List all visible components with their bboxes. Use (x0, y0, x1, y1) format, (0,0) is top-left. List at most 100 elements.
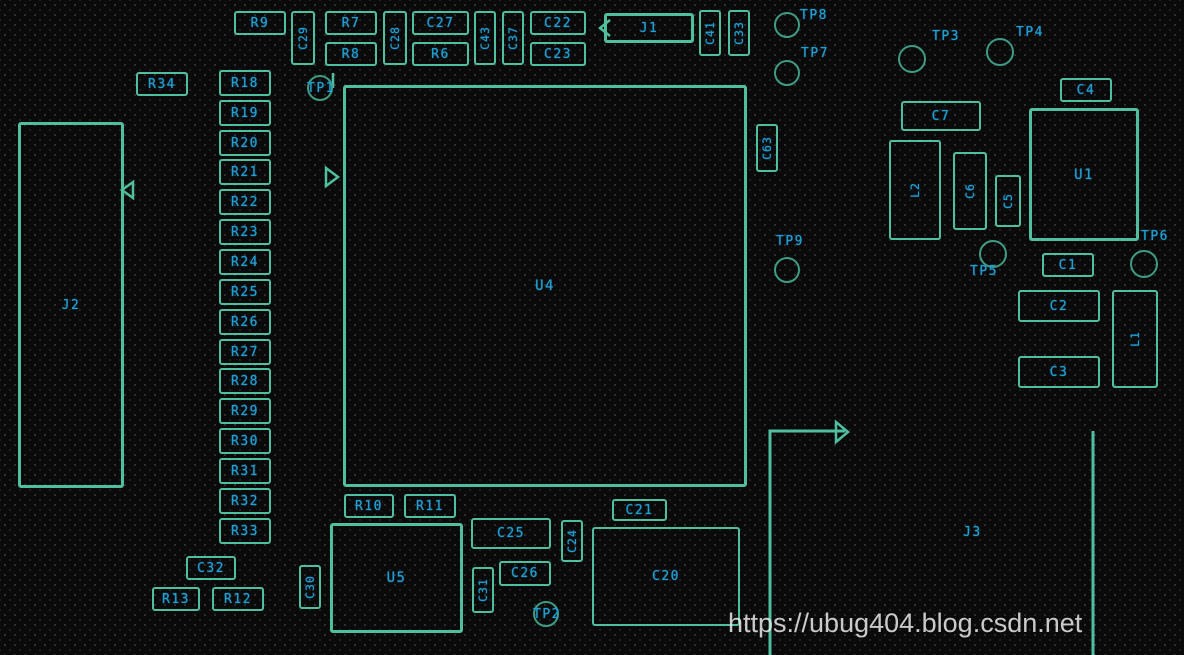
component-r23[interactable]: R23 (219, 219, 271, 245)
designator-label: C25 (497, 526, 525, 541)
designator-label: R34 (148, 76, 176, 92)
designator-label: R13 (162, 591, 190, 607)
designator-label: R9 (250, 15, 270, 31)
component-r33[interactable]: R33 (219, 518, 271, 544)
test-point-label-tp8: TP8 (800, 8, 828, 23)
component-c27[interactable]: C27 (412, 11, 469, 35)
component-r25[interactable]: R25 (219, 279, 271, 305)
component-r31[interactable]: R31 (219, 458, 271, 484)
designator-label: U1 (1074, 166, 1094, 183)
component-c4[interactable]: C4 (1060, 78, 1112, 102)
test-point-pad-tp8[interactable] (774, 12, 800, 38)
component-c25[interactable]: C25 (471, 518, 551, 549)
designator-label: R12 (224, 591, 252, 607)
component-r13[interactable]: R13 (152, 587, 200, 611)
component-l2[interactable]: L2 (889, 140, 941, 240)
component-c24[interactable]: C24 (561, 520, 583, 562)
component-r11[interactable]: R11 (404, 494, 456, 518)
component-r18[interactable]: R18 (219, 70, 271, 96)
component-c33[interactable]: C33 (728, 10, 750, 56)
designator-label: R7 (341, 15, 361, 31)
designator-label: R29 (231, 403, 259, 419)
component-c1[interactable]: C1 (1042, 253, 1094, 277)
component-r8[interactable]: R8 (325, 42, 377, 66)
test-point-label-tp1: TP1 (307, 81, 335, 96)
component-c7[interactable]: C7 (901, 101, 981, 131)
component-c31[interactable]: C31 (472, 567, 494, 613)
test-point-pad-tp9[interactable] (774, 257, 800, 283)
designator-label: R21 (231, 164, 259, 180)
designator-label: L2 (907, 182, 922, 198)
test-point-pad-tp3[interactable] (898, 45, 926, 73)
component-c32[interactable]: C32 (186, 556, 236, 580)
designator-label: C31 (476, 578, 490, 602)
designator-label: R31 (231, 463, 259, 479)
designator-label: R8 (341, 46, 361, 62)
component-r19[interactable]: R19 (219, 100, 271, 126)
designator-label: C23 (544, 46, 572, 62)
designator-label: R32 (231, 493, 259, 509)
component-c3[interactable]: C3 (1018, 356, 1100, 388)
component-c26[interactable]: C26 (499, 561, 551, 586)
component-c23[interactable]: C23 (530, 42, 586, 66)
component-r24[interactable]: R24 (219, 249, 271, 275)
designator-label: J1 (639, 20, 659, 36)
designator-label: R25 (231, 284, 259, 300)
component-c41[interactable]: C41 (699, 10, 721, 56)
component-c37[interactable]: C37 (502, 11, 524, 65)
designator-label: C27 (426, 15, 455, 31)
component-c5[interactable]: C5 (995, 175, 1021, 227)
designator-label: R6 (431, 46, 450, 62)
component-r30[interactable]: R30 (219, 428, 271, 454)
component-r28[interactable]: R28 (219, 368, 271, 394)
component-r22[interactable]: R22 (219, 189, 271, 215)
test-point-label-tp5: TP5 (970, 264, 998, 279)
component-r9[interactable]: R9 (234, 11, 286, 35)
designator-label: C22 (544, 15, 572, 31)
component-r7[interactable]: R7 (325, 11, 377, 35)
component-u4[interactable]: U4 (343, 85, 747, 487)
designator-label: C30 (303, 575, 317, 599)
component-c6[interactable]: C6 (953, 152, 987, 230)
component-j1[interactable]: J1 (604, 13, 694, 43)
test-point-pad-tp7[interactable] (774, 60, 800, 86)
component-u5[interactable]: U5 (330, 523, 463, 633)
designator-label: C7 (931, 108, 951, 124)
component-r12[interactable]: R12 (212, 587, 264, 611)
component-c21[interactable]: C21 (612, 499, 667, 521)
component-r34[interactable]: R34 (136, 72, 188, 96)
component-r20[interactable]: R20 (219, 130, 271, 156)
component-c28[interactable]: C28 (383, 11, 407, 65)
component-c2[interactable]: C2 (1018, 290, 1100, 322)
component-c20[interactable]: C20 (592, 527, 740, 626)
component-r32[interactable]: R32 (219, 488, 271, 514)
test-point-pad-tp2[interactable] (533, 601, 559, 627)
component-r6[interactable]: R6 (412, 42, 469, 66)
component-j2[interactable]: J2 (18, 122, 124, 488)
designator-label: R10 (355, 498, 383, 514)
component-c29[interactable]: C29 (291, 11, 315, 65)
component-r21[interactable]: R21 (219, 159, 271, 185)
component-r10[interactable]: R10 (344, 494, 394, 518)
test-point-pad-tp5[interactable] (979, 240, 1007, 268)
test-point-pad-tp4[interactable] (986, 38, 1014, 66)
designator-label: R23 (231, 224, 259, 240)
designator-label: J2 (61, 297, 81, 313)
component-r27[interactable]: R27 (219, 339, 271, 365)
designator-label: C29 (296, 26, 310, 50)
test-point-pad-tp6[interactable] (1130, 250, 1158, 278)
component-r26[interactable]: R26 (219, 309, 271, 335)
component-l1[interactable]: L1 (1112, 290, 1158, 388)
designator-label: C28 (388, 26, 402, 50)
component-u1[interactable]: U1 (1029, 108, 1139, 241)
designator-label: C2 (1049, 298, 1069, 314)
component-c22[interactable]: C22 (530, 11, 586, 35)
component-c30[interactable]: C30 (299, 565, 321, 609)
component-c43[interactable]: C43 (474, 11, 496, 65)
test-point-pad-tp1[interactable] (307, 75, 333, 101)
component-c63[interactable]: C63 (756, 124, 778, 172)
designator-label: C41 (703, 21, 717, 45)
component-r29[interactable]: R29 (219, 398, 271, 424)
designator-label: C1 (1058, 257, 1078, 273)
